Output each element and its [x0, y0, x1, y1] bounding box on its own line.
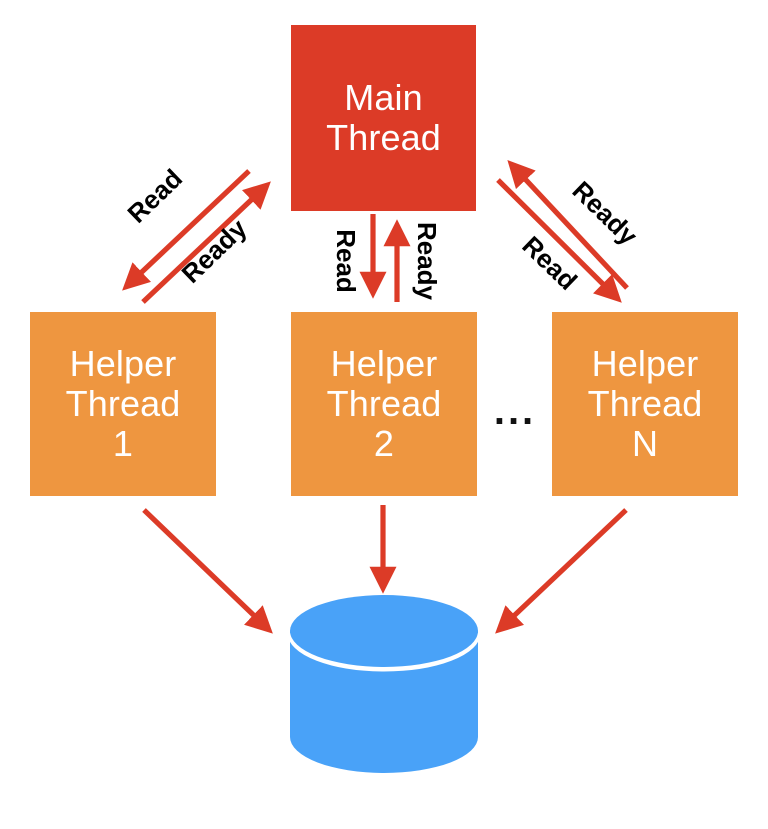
datastore-cylinder: [287, 595, 481, 773]
edge-label-helper2-to-main-ready: Ready: [412, 221, 443, 301]
node-main-thread-label: Main Thread: [326, 76, 441, 158]
node-helper-thread-n[interactable]: Helper Thread N: [552, 312, 738, 496]
edge-label-main-to-helper2-read: Read: [330, 229, 361, 293]
node-helper-thread-2[interactable]: Helper Thread 2: [291, 312, 477, 496]
arrow-main-to-helpern-read: [496, 178, 622, 303]
arrow-helpern-to-main-ready: [507, 160, 629, 290]
arrow-helpern-to-datastore: [495, 508, 628, 634]
node-helper-thread-n-label: Helper Thread N: [587, 342, 703, 465]
arrow-helper1-to-datastore: [142, 508, 273, 634]
node-helper-thread-1-label: Helper Thread 1: [65, 342, 181, 465]
node-helper-thread-1[interactable]: Helper Thread 1: [30, 312, 216, 496]
node-main-thread[interactable]: Main Thread: [291, 25, 476, 211]
node-helper-thread-2-label: Helper Thread 2: [326, 342, 442, 465]
arrow-helper1-to-main-ready: [141, 181, 271, 304]
ellipsis-separator: ...: [493, 389, 537, 433]
arrow-main-to-helper1-read: [122, 169, 251, 291]
